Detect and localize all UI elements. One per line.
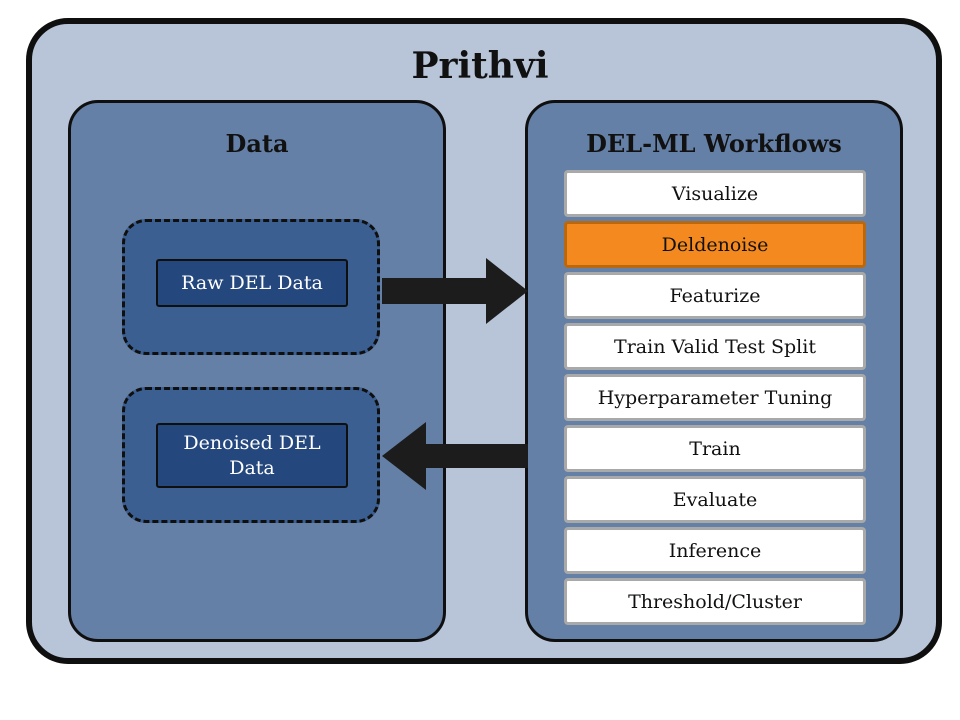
workflow-item-featurize[interactable]: Featurize [564,272,866,319]
workflow-item-inference[interactable]: Inference [564,527,866,574]
workflow-item-threshold-cluster[interactable]: Threshold/Cluster [564,578,866,625]
arrow-right-shape [382,258,528,324]
arrow-right-icon [382,258,528,324]
data-panel: Data [68,100,446,642]
denoised-del-data-box[interactable]: Denoised DEL Data [156,423,348,488]
data-panel-title: Data [225,129,289,158]
workflow-item-train-valid-test-split[interactable]: Train Valid Test Split [564,323,866,370]
workflow-item-visualize[interactable]: Visualize [564,170,866,217]
workflow-list: Visualize Deldenoise Featurize Train Val… [564,170,866,629]
workflow-item-deldenoise[interactable]: Deldenoise [564,221,866,268]
diagram-title: Prithvi [411,45,549,87]
workflows-panel-title: DEL-ML Workflows [586,129,842,158]
workflow-item-evaluate[interactable]: Evaluate [564,476,866,523]
arrow-left-shape [382,422,528,490]
arrow-left-icon [382,422,528,490]
workflow-item-train[interactable]: Train [564,425,866,472]
workflow-item-hyperparameter-tuning[interactable]: Hyperparameter Tuning [564,374,866,421]
raw-del-data-box[interactable]: Raw DEL Data [156,259,348,307]
